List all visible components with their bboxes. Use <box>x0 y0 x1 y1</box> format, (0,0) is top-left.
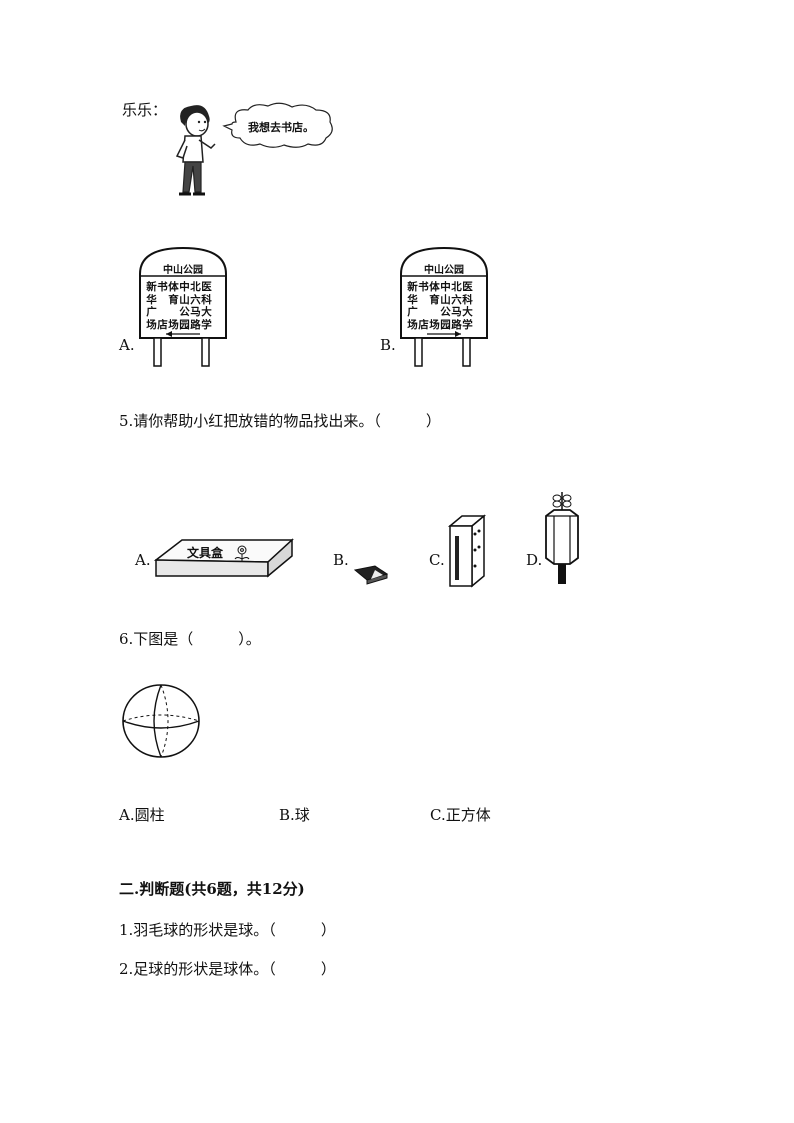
q5-option-c-label: C. <box>429 551 445 569</box>
speaker-label: 乐乐： <box>122 101 168 119</box>
speech-text: 我想去书店。 <box>248 121 314 134</box>
sign-b-column-1: 新华广场 <box>407 281 418 331</box>
sign-b-column-5: 北六马路 <box>451 281 462 331</box>
sign-a-column-4: 中山公园 <box>179 281 190 331</box>
pencil-sharpener-icon <box>545 492 579 584</box>
sign-a-title: 中山公园 <box>163 265 203 276</box>
question-5: 5.请你帮助小红把放错的物品找出来。（ ） <box>119 412 441 430</box>
q6-option-b: B.球 <box>279 806 310 824</box>
sign-a-column-5: 北六马路 <box>190 281 201 331</box>
signboard-b <box>400 246 488 367</box>
sign-a-column-2: 书店 <box>157 281 168 331</box>
boy-illustration-icon <box>175 105 216 196</box>
sign-b-title: 中山公园 <box>424 265 464 276</box>
q5-option-a-label: A. <box>135 551 151 569</box>
q6-option-c: C.正方体 <box>430 806 491 824</box>
q6-option-a: A.圆柱 <box>119 806 165 824</box>
sign-a-column-6: 医科大学 <box>201 281 212 331</box>
judge-item-1: 1.羽毛球的形状是球。（ ） <box>119 921 336 939</box>
arrow-right-icon <box>455 331 461 337</box>
pencil-box-icon <box>153 538 294 578</box>
sign-b-column-4: 中山公园 <box>440 281 451 331</box>
q5-option-d-label: D. <box>526 551 543 569</box>
sign-b-column-2: 书店 <box>418 281 429 331</box>
q5-option-b-label: B. <box>333 551 349 569</box>
sign-b-column-3: 体育场 <box>429 281 440 331</box>
speech-bubble <box>222 102 333 148</box>
sphere-icon <box>122 684 200 758</box>
sign-b-column-6: 医科大学 <box>462 281 473 331</box>
section-2-heading: 二.判断题(共6题，共12分) <box>119 880 305 898</box>
judge-item-2: 2.足球的形状是球体。（ ） <box>119 960 336 978</box>
pencil-box-label: 文具盒 <box>187 546 224 560</box>
question-6: 6.下图是（ ）。 <box>119 630 261 648</box>
eraser-icon <box>353 565 389 585</box>
signboard-a <box>139 246 227 367</box>
option-b-label: B. <box>380 336 396 354</box>
sign-a-column-3: 体育场 <box>168 281 179 331</box>
option-a-label: A. <box>119 336 135 354</box>
book-icon <box>447 514 487 588</box>
arrow-left-icon <box>166 331 172 337</box>
sign-a-column-1: 新华广场 <box>146 281 157 331</box>
